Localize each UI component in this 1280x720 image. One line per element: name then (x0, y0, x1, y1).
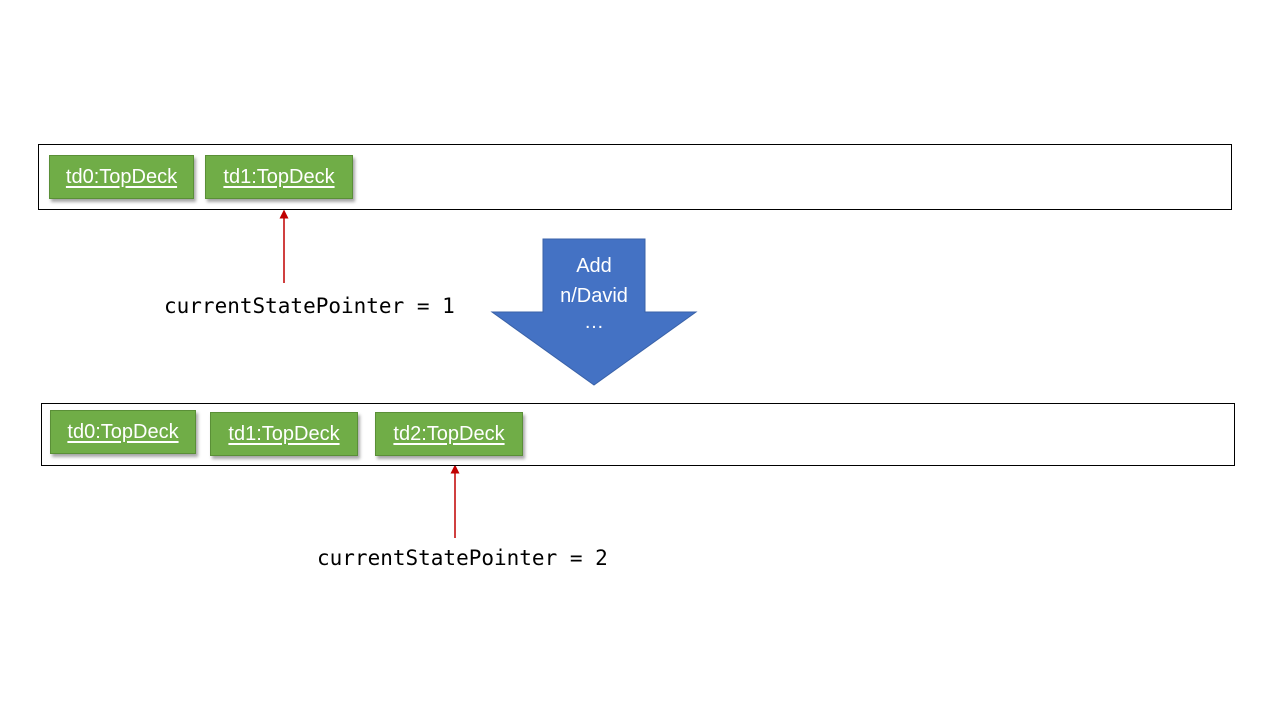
pointer-label-before: currentStatePointer = 1 (164, 294, 455, 318)
command-line-2: n/David (560, 285, 628, 307)
state-box-td1-before: td1:TopDeck (205, 155, 353, 199)
state-list-after: td0:TopDeck td1:TopDeck td2:TopDeck (41, 403, 1235, 466)
state-box-td2-after: td2:TopDeck (375, 412, 523, 456)
state-list-before: td0:TopDeck td1:TopDeck (38, 144, 1232, 210)
command-label: Add n/David … (543, 251, 645, 333)
command-line-3: … (584, 311, 604, 333)
state-box-td1-after: td1:TopDeck (210, 412, 358, 456)
command-down-arrow (490, 238, 698, 386)
pointer-label-after: currentStatePointer = 2 (317, 546, 608, 570)
command-line-1: Add (576, 255, 612, 277)
state-box-td0-after: td0:TopDeck (50, 410, 196, 454)
state-box-td0-before: td0:TopDeck (49, 155, 194, 199)
